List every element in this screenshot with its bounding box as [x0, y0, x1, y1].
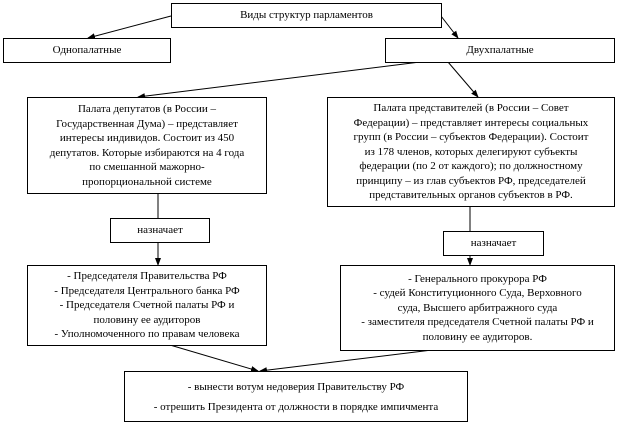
arrow-bicameral-to-lower	[137, 61, 421, 100]
root-box: Виды структур парламентов	[171, 3, 442, 28]
text-line: групп (в России – субъектов Федерации). …	[353, 131, 589, 144]
arrow-lower-list-to-joint	[169, 344, 259, 372]
joint-powers-box: - вынести вотум недоверия Правительству …	[124, 371, 468, 422]
text-line: Палата представителей (в России – Совет	[373, 102, 569, 115]
text-line: принципу – из глав субъектов РФ, председ…	[356, 174, 586, 187]
lower-appoints-box: - Председателя Правительства РФ - Предсе…	[27, 265, 267, 346]
upper-appoints-box: - Генерального прокурора РФ - судей Конс…	[340, 265, 615, 351]
text-line: Федерации) – представляет интересы социа…	[353, 116, 589, 129]
text-line: из 178 членов, которых делегируют субъек…	[364, 145, 578, 158]
text-line: - Уполномоченного по правам человека	[54, 328, 240, 341]
text-line: половину ее аудиторов.	[422, 330, 533, 343]
text-line: Государственная Дума) – представляет	[56, 117, 238, 130]
text-line: - заместителя председателя Счетной палат…	[361, 316, 594, 329]
unicameral-label: Однопалатные	[52, 44, 122, 57]
text-line: представительных органов субъектов в РФ.	[369, 189, 573, 202]
appoints-left-box: назначает	[110, 218, 210, 243]
text-line: депутатов. Которые избираются на 4 года	[49, 146, 245, 159]
arrow-bicameral-to-upper	[447, 61, 479, 98]
arrow-upper-list-to-joint	[259, 349, 433, 374]
appoints-label: назначает	[137, 224, 183, 237]
lower-house-box: Палата депутатов (в России – Государстве…	[27, 97, 267, 194]
text-line: по смешанной мажорно-	[89, 161, 205, 173]
text-line: - Председателя Центрального банка РФ	[54, 284, 240, 297]
appoints-label: назначает	[470, 237, 517, 250]
arrow-root-to-unicameral	[87, 15, 172, 40]
bicameral-label: Двухпалатные	[466, 44, 534, 57]
text-line: интересы индивидов. Состоит из 450	[59, 132, 235, 144]
bicameral-box: Двухпалатные	[385, 38, 615, 63]
text-line: пропорциональной системе	[82, 175, 212, 188]
text-line: - отрешить Президента от должности в пор…	[153, 400, 439, 413]
text-line: суда, Высшего арбитражного суда	[397, 301, 558, 314]
text-line: - Председателя Счетной палаты РФ и	[59, 299, 235, 312]
text-line: федерации (по 2 от каждого); по должност…	[359, 160, 583, 173]
upper-house-box: Палата представителей (в России – Совет …	[327, 97, 615, 207]
text-line: Палата депутатов (в России –	[77, 103, 217, 115]
root-title: Виды структур парламентов	[240, 9, 373, 22]
text-line: - вынести вотум недоверия Правительству …	[187, 380, 405, 393]
unicameral-box: Однопалатные	[3, 38, 171, 63]
text-line: - Председателя Правительства РФ	[67, 270, 227, 283]
text-line: половину ее аудиторов	[93, 313, 201, 326]
text-line: - Генерального прокурора РФ	[408, 272, 547, 285]
appoints-right-box: назначает	[443, 231, 544, 256]
text-line: - судей Конституционного Суда, Верховног…	[373, 287, 582, 300]
arrow-root-to-bicameral	[440, 15, 459, 39]
